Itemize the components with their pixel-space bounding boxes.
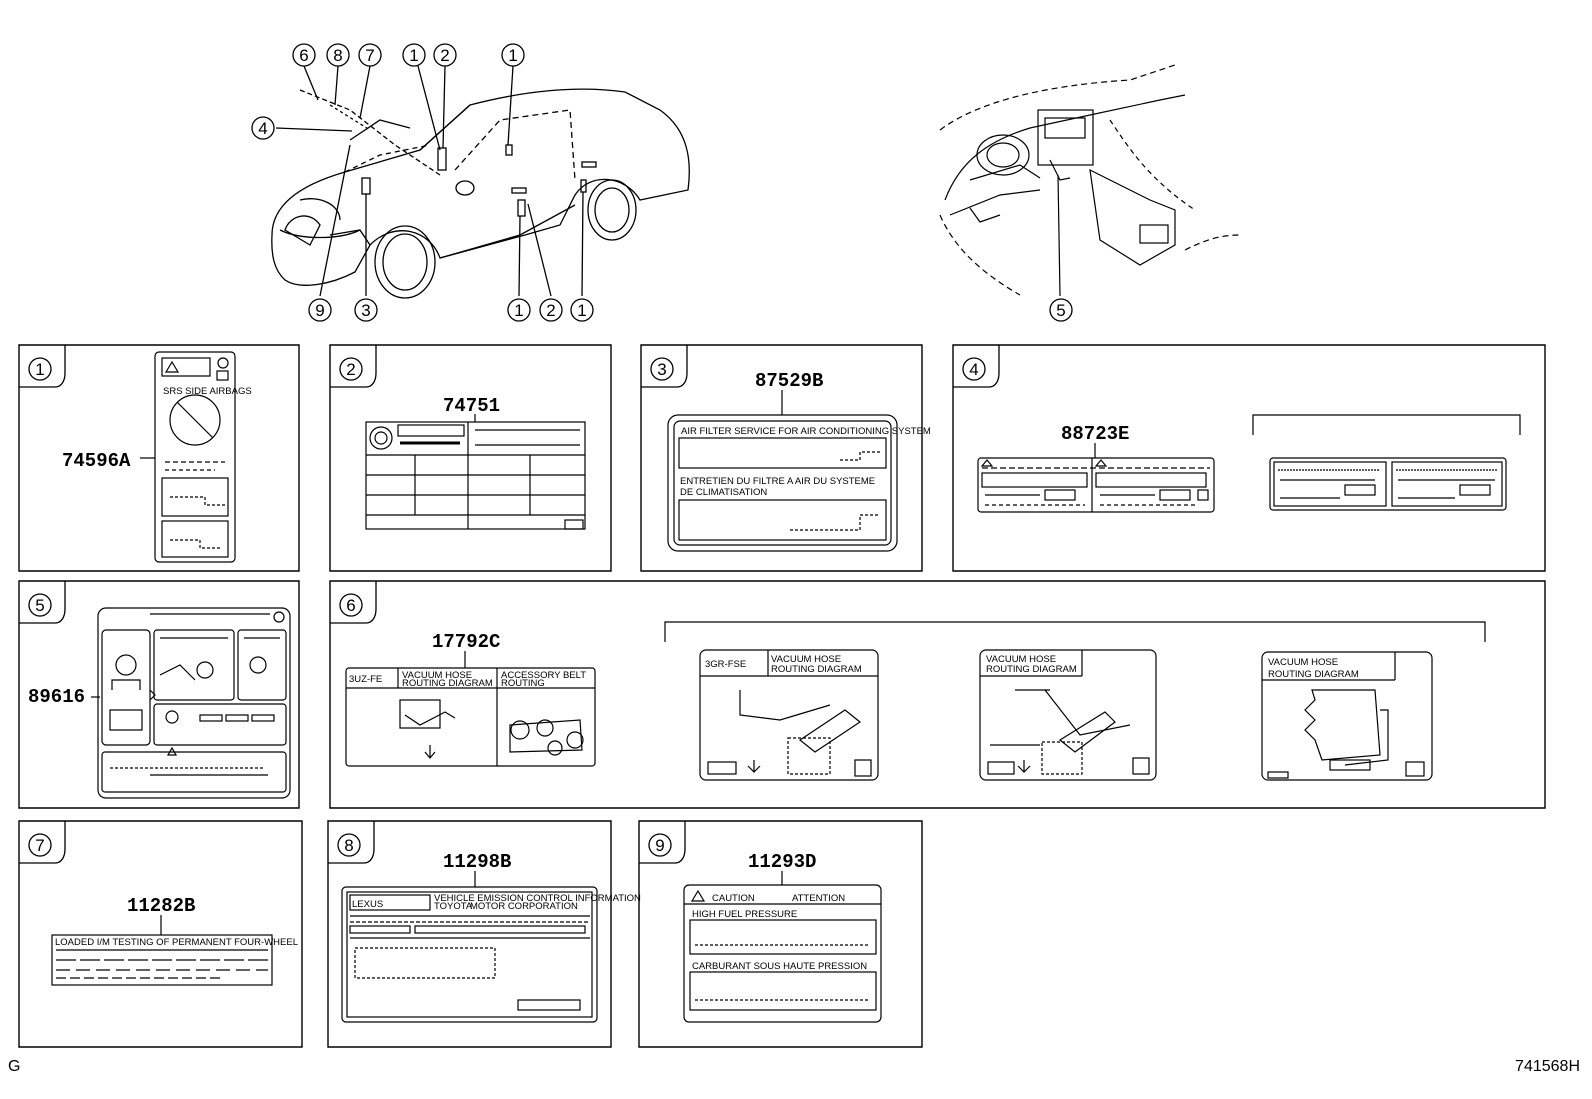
panel-2-label: [365, 414, 586, 530]
panel-8-part-number: 11298B: [443, 851, 511, 873]
panel-8-line-2: TOYOTA: [434, 901, 473, 912]
panel-8-brand: LEXUS: [352, 899, 383, 910]
panel-1-label-text: SRS SIDE AIRBAGS: [163, 386, 252, 397]
corner-right-code: 741568H: [1515, 1058, 1580, 1075]
callout-2: 2: [546, 301, 555, 320]
corner-left-code: G: [8, 1058, 21, 1075]
panel-3-line-1: AIR FILTER SERVICE FOR AIR CONDITIONING …: [681, 426, 931, 437]
panel-8-line-1: VEHICLE EMISSION CONTROL INFORMATION: [434, 893, 641, 904]
panel-4-part-number: 88723E: [1061, 423, 1129, 445]
panel-frames: [18, 344, 1546, 1048]
panel-7-part-number: 11282B: [127, 895, 195, 917]
panel-6d-vac-1: VACUUM HOSE: [1268, 657, 1338, 668]
callout-3: 3: [361, 301, 370, 320]
panel-1-part-number: 74596A: [62, 450, 131, 472]
panel-8-line-3: MOTOR CORPORATION: [470, 901, 578, 912]
panel-3-line-2: ENTRETIEN DU FILTRE A AIR DU SYSTEME: [680, 476, 875, 487]
panel-6-belt-2: ROUTING: [501, 678, 545, 689]
panel-6c-vac-2: ROUTING DIAGRAM: [986, 664, 1077, 675]
panel-8-number: 8: [344, 836, 353, 855]
callout-1: 1: [409, 46, 418, 65]
callout-2: 2: [440, 46, 449, 65]
panel-4-labels: [977, 414, 1521, 513]
dashboard-illustration: [939, 64, 1241, 297]
panel-1-label: [140, 351, 236, 563]
callout-7: 7: [365, 46, 374, 65]
panel-6-number: 6: [346, 596, 355, 615]
panel-6b-vac-2: ROUTING DIAGRAM: [771, 664, 862, 675]
panel-4-number: 4: [969, 360, 978, 379]
panel-tabs: [19, 345, 1000, 864]
panel-3-line-3: DE CLIMATISATION: [680, 487, 767, 498]
panel-6c-vac-1: VACUUM HOSE: [986, 654, 1056, 665]
panel-5-number: 5: [35, 596, 44, 615]
callout-4: 4: [258, 119, 267, 138]
panel-6-vac-2: ROUTING DIAGRAM: [402, 678, 493, 689]
panel-6-engine: 3UZ-FE: [349, 674, 382, 685]
panel-9-line-1: HIGH FUEL PRESSURE: [692, 909, 797, 920]
panel-6b-vac-1: VACUUM HOSE: [771, 654, 841, 665]
panel-6-belt-1: ACCESSORY BELT: [501, 670, 586, 681]
callout-5: 5: [1056, 301, 1065, 320]
panel-1-number: 1: [35, 360, 44, 379]
panel-9-part-number: 11293D: [748, 851, 816, 873]
panel-2-number: 2: [346, 360, 355, 379]
panel-3-label: [667, 390, 898, 552]
panel-5-label: [91, 607, 291, 799]
panel-9-attention: ATTENTION: [792, 893, 845, 904]
callout-9: 9: [315, 301, 324, 320]
car-callouts: [251, 43, 594, 322]
panel-9-caution: CAUTION: [712, 893, 755, 904]
callout-1: 1: [508, 46, 517, 65]
panel-3-number: 3: [657, 360, 666, 379]
callout-6: 6: [299, 46, 308, 65]
panel-2-part-number: 74751: [443, 395, 500, 417]
panel-6b-engine: 3GR-FSE: [705, 659, 746, 670]
panel-3-part-number: 87529B: [755, 370, 823, 392]
panel-9-label: [683, 871, 882, 1023]
panel-6-labels: [345, 621, 1486, 781]
callout-1: 1: [514, 301, 523, 320]
panel-6-part-number: 17792C: [432, 631, 500, 653]
panel-8-label: [341, 871, 598, 1023]
callout-8: 8: [333, 46, 342, 65]
car-illustration: [271, 65, 690, 299]
panel-6d-vac-2: ROUTING DIAGRAM: [1268, 669, 1359, 680]
panel-9-line-2: CARBURANT SOUS HAUTE PRESSION: [692, 961, 867, 972]
callout-1: 1: [577, 301, 586, 320]
panel-7-text: LOADED I/M TESTING OF PERMANENT FOUR-WHE…: [55, 937, 298, 948]
panel-5-part-number: 89616: [28, 686, 85, 708]
panel-6-vac-1: VACUUM HOSE: [402, 670, 472, 681]
panel-9-number: 9: [655, 836, 664, 855]
panel-7-label: [51, 915, 273, 986]
panel-7-number: 7: [35, 836, 44, 855]
